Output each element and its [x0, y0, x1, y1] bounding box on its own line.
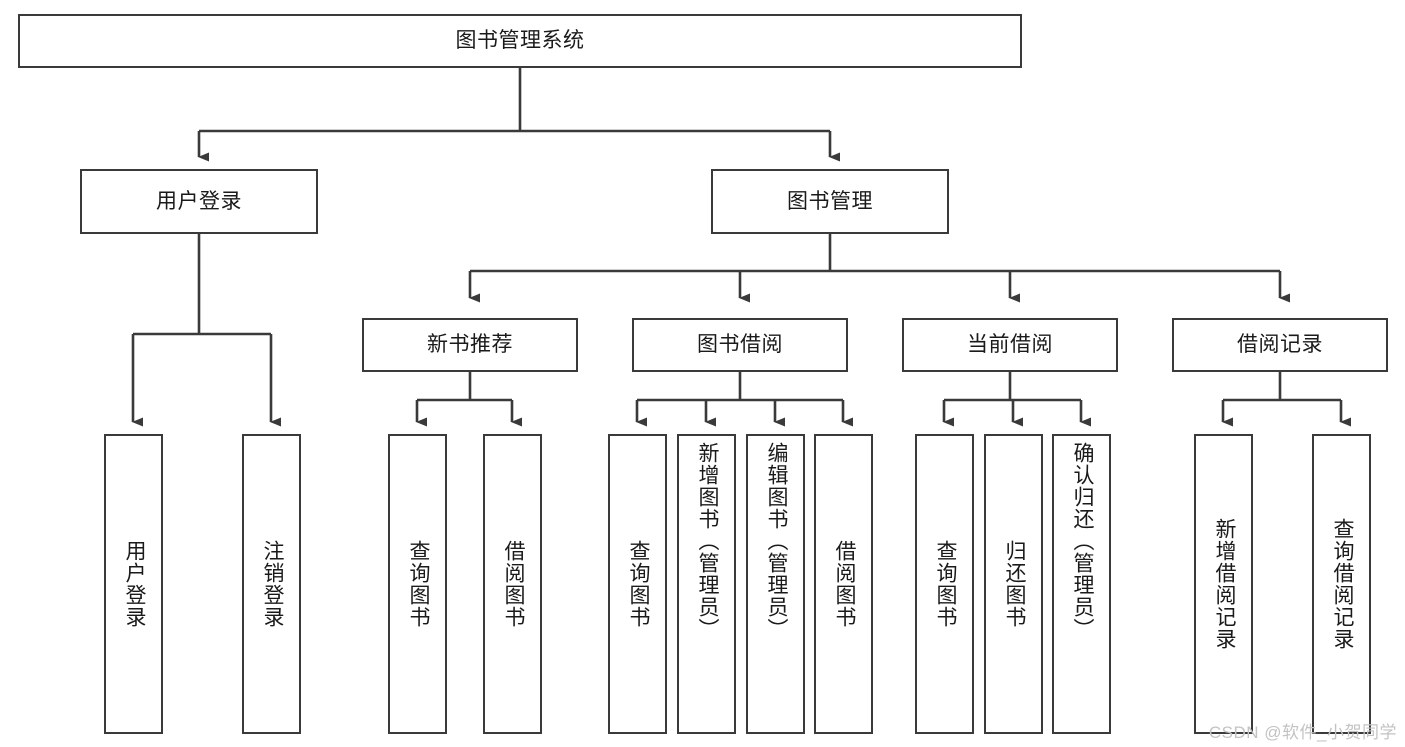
node-label: 新增图书（管理员） [695, 442, 719, 640]
node-leaf-query-book-current[interactable]: 查询图书 [915, 434, 974, 734]
node-leaf-borrow-book[interactable]: 借阅图书 [814, 434, 873, 734]
node-leaf-return-book[interactable]: 归还图书 [984, 434, 1043, 734]
node-label: 借阅图书 [832, 540, 856, 628]
node-label: 查询图书 [406, 540, 430, 628]
node-label: 归还图书 [1002, 540, 1026, 628]
node-leaf-borrow-book-recommend[interactable]: 借阅图书 [483, 434, 542, 734]
node-leaf-query-borrow-record[interactable]: 查询借阅记录 [1312, 434, 1371, 734]
node-label: 用户登录 [122, 540, 146, 628]
node-label: 新增借阅记录 [1212, 518, 1236, 650]
node-label: 新书推荐 [427, 333, 513, 357]
node-leaf-user-login[interactable]: 用户登录 [104, 434, 163, 734]
node-book-borrow[interactable]: 图书借阅 [632, 318, 848, 372]
node-current-borrow[interactable]: 当前借阅 [902, 318, 1118, 372]
node-leaf-edit-book[interactable]: 编辑图书（管理员） [746, 434, 805, 734]
node-book-management[interactable]: 图书管理 [711, 169, 949, 234]
node-leaf-query-book-borrow[interactable]: 查询图书 [608, 434, 667, 734]
node-leaf-add-borrow-record[interactable]: 新增借阅记录 [1194, 434, 1253, 734]
node-new-book-recommend[interactable]: 新书推荐 [362, 318, 578, 372]
node-label: 查询图书 [626, 540, 650, 628]
node-label: 查询借阅记录 [1330, 518, 1354, 650]
node-leaf-confirm-return[interactable]: 确认归还（管理员） [1052, 434, 1111, 734]
node-user-login[interactable]: 用户登录 [80, 169, 318, 234]
node-leaf-logout-login[interactable]: 注销登录 [242, 434, 301, 734]
node-borrow-record[interactable]: 借阅记录 [1172, 318, 1388, 372]
node-label: 图书管理 [787, 189, 873, 213]
node-label: 当前借阅 [967, 333, 1053, 357]
node-label: 借阅图书 [501, 540, 525, 628]
node-root-book-management-system[interactable]: 图书管理系统 [18, 14, 1022, 68]
node-leaf-query-book-recommend[interactable]: 查询图书 [388, 434, 447, 734]
node-label: 查询图书 [933, 540, 957, 628]
node-label: 用户登录 [156, 189, 242, 213]
node-label: 确认归还（管理员） [1070, 442, 1094, 640]
node-label: 借阅记录 [1237, 333, 1323, 357]
node-label: 图书管理系统 [455, 29, 585, 53]
node-label: 编辑图书（管理员） [764, 442, 788, 640]
node-label: 图书借阅 [697, 333, 783, 357]
csdn-watermark: CSDN @软件_小贺同学 [1208, 723, 1397, 742]
node-label: 注销登录 [260, 540, 284, 628]
node-leaf-add-book[interactable]: 新增图书（管理员） [677, 434, 736, 734]
